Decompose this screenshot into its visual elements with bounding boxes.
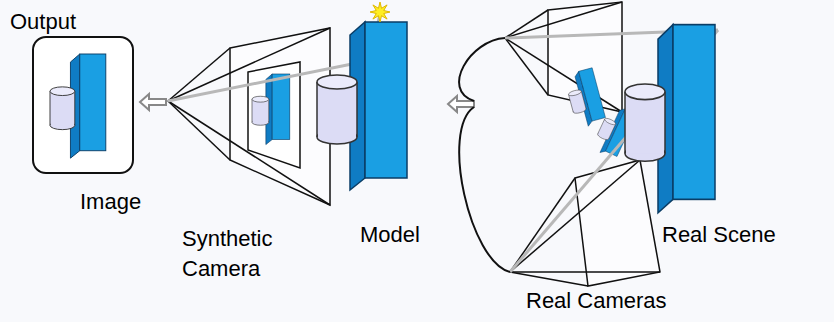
synthetic-camera-frustum (168, 28, 330, 205)
output-image-box: OutputImage (8, 8, 158, 216)
real-camera-frustum (510, 160, 660, 286)
model-figure (317, 22, 407, 190)
caption-text: Image (80, 188, 141, 216)
heading: Output (10, 8, 76, 36)
part-label: Synthetic Camera (182, 224, 294, 284)
image-frame (32, 36, 134, 174)
captured-view (563, 68, 606, 129)
camera-link (459, 107, 510, 272)
output-picture (34, 38, 132, 172)
real-scene-figure (625, 25, 715, 213)
image-plane (248, 62, 300, 168)
real-camera-frustum (505, 2, 622, 112)
camera-link (459, 38, 505, 101)
part-label: Real Cameras (526, 286, 686, 316)
part-label: Model (360, 220, 450, 250)
flow-arrow (140, 94, 166, 110)
part-label: Real Scene (662, 220, 802, 250)
projected-model (252, 74, 290, 145)
light-source (370, 2, 390, 22)
